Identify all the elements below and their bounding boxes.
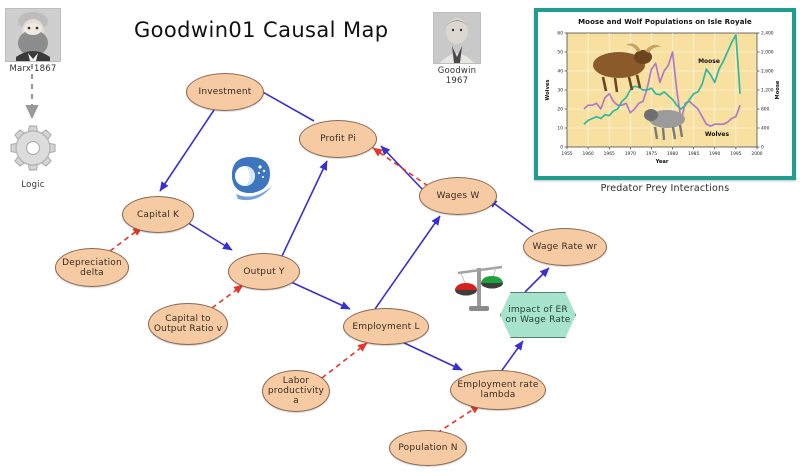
node-depreciation[interactable]: Depreciation delta xyxy=(55,248,129,287)
svg-text:0: 0 xyxy=(560,145,563,151)
svg-text:Wolves: Wolves xyxy=(545,80,551,101)
edge-depreciation-to-capital xyxy=(109,226,143,252)
node-capital_to_output[interactable]: Capital to Output Ratio v xyxy=(148,303,228,345)
svg-text:2,000: 2,000 xyxy=(761,50,774,56)
goodwin-portrait-image xyxy=(433,12,481,64)
chart-plot: 0 10 20 30 40 50 60 0 400 800 1,200 2,600 2,000 2,400… xyxy=(545,31,781,165)
node-label: Wage Rate wr xyxy=(532,242,598,252)
node-impact_er[interactable]: impact of ER on Wage Rate xyxy=(500,292,576,338)
svg-text:1970: 1970 xyxy=(625,151,636,157)
svg-text:1955: 1955 xyxy=(561,151,572,157)
svg-text:1980: 1980 xyxy=(667,151,678,157)
chart-caption: Predator Prey Interactions xyxy=(600,183,730,194)
edge-investment-to-capital xyxy=(159,109,215,192)
node-profit_pi[interactable]: Profit Pi xyxy=(299,120,377,158)
svg-text:1990: 1990 xyxy=(709,151,720,157)
svg-text:1985: 1985 xyxy=(688,151,699,157)
node-population_n[interactable]: Population N xyxy=(389,430,467,466)
edge-laborprod-to-employment xyxy=(321,342,368,379)
edge-population-to-emprate xyxy=(436,404,481,434)
edge-capitaloutput-to-output xyxy=(211,284,244,309)
svg-text:800: 800 xyxy=(761,107,770,113)
edge-output-to-profit xyxy=(281,160,328,257)
svg-text:20: 20 xyxy=(557,107,563,113)
goodwin-reference: Goodwin 1967 xyxy=(433,12,481,86)
node-label: Depreciation delta xyxy=(62,257,122,278)
edge-capital-to-output xyxy=(184,220,233,251)
marx-caption: Marx 1867 xyxy=(9,64,57,74)
goodwin-caption-year: 1967 xyxy=(445,76,469,86)
node-label: impact of ER on Wage Rate xyxy=(505,305,571,325)
edge-employment-to-emprate xyxy=(399,340,463,371)
svg-text:Year: Year xyxy=(655,159,669,165)
node-label: Output Y xyxy=(243,266,285,277)
svg-text:Moose: Moose xyxy=(775,80,781,99)
moose-photo xyxy=(593,43,661,93)
chart-inner: Moose and Wolf Populations on Isle Royal… xyxy=(541,15,789,173)
node-label: Wages W xyxy=(436,191,480,201)
wolf-photo xyxy=(644,109,685,141)
node-label: Investment xyxy=(198,87,252,97)
node-label: Employment rate lambda xyxy=(457,380,539,400)
svg-text:10: 10 xyxy=(557,126,563,132)
node-output_y[interactable]: Output Y xyxy=(228,253,300,290)
logic-reference: Logic xyxy=(5,124,61,190)
blue-swoosh-logo-icon xyxy=(232,156,272,201)
node-employment_l[interactable]: Employment L xyxy=(343,308,429,345)
edge-impact-to-wagerate xyxy=(524,267,550,293)
node-capital_k[interactable]: Capital K xyxy=(122,196,194,233)
node-label: Profit Pi xyxy=(320,134,356,144)
moose-wolf-chart-panel: Moose and Wolf Populations on Isle Royal… xyxy=(534,8,796,180)
goodwin-caption-name: Goodwin xyxy=(437,66,477,76)
svg-text:Moose: Moose xyxy=(698,58,720,65)
edge-wagerate-to-wages xyxy=(487,198,534,233)
svg-text:40: 40 xyxy=(557,69,563,75)
logic-caption: Logic xyxy=(21,180,45,190)
edge-employment-to-wages xyxy=(374,215,441,310)
node-label: Capital K xyxy=(136,209,180,220)
node-employment_rate[interactable]: Employment rate lambda xyxy=(450,370,546,410)
gear-icon xyxy=(10,125,56,171)
svg-text:30: 30 xyxy=(557,88,563,94)
node-wages_w[interactable]: Wages W xyxy=(419,177,497,215)
svg-text:1995: 1995 xyxy=(730,151,741,157)
svg-text:1,200: 1,200 xyxy=(761,88,774,94)
node-labor_prod[interactable]: Labor productivity a xyxy=(262,370,330,412)
svg-text:2,400: 2,400 xyxy=(761,31,774,37)
node-label: Capital to Output Ratio v xyxy=(153,314,223,334)
svg-text:1975: 1975 xyxy=(646,151,657,157)
balance-scale-icon xyxy=(455,265,503,311)
svg-text:2,600: 2,600 xyxy=(761,69,774,75)
svg-text:1960: 1960 xyxy=(583,151,594,157)
svg-text:2000: 2000 xyxy=(751,151,762,157)
marx-portrait-image xyxy=(5,8,61,62)
marx-reference: Marx 1867 xyxy=(5,8,61,74)
svg-text:400: 400 xyxy=(761,126,770,132)
svg-text:0: 0 xyxy=(761,145,764,151)
edge-wages-to-profit-dashed xyxy=(372,147,429,187)
page-title: Goodwin01 Causal Map xyxy=(134,18,389,42)
edge-output-to-employment xyxy=(290,281,351,310)
node-investment[interactable]: Investment xyxy=(186,73,264,111)
node-label: Population N xyxy=(398,443,458,453)
svg-text:50: 50 xyxy=(557,50,563,56)
svg-text:1965: 1965 xyxy=(604,151,615,157)
svg-text:60: 60 xyxy=(557,31,563,37)
chart-title: Moose and Wolf Populations on Isle Royal… xyxy=(578,18,752,26)
node-label: Labor productivity a xyxy=(267,376,325,406)
edge-emprate-to-impact xyxy=(499,340,524,374)
node-label: Employment L xyxy=(352,321,420,332)
node-wage_rate_wr[interactable]: Wage Rate wr xyxy=(523,228,607,266)
svg-text:Wolves: Wolves xyxy=(705,131,730,138)
